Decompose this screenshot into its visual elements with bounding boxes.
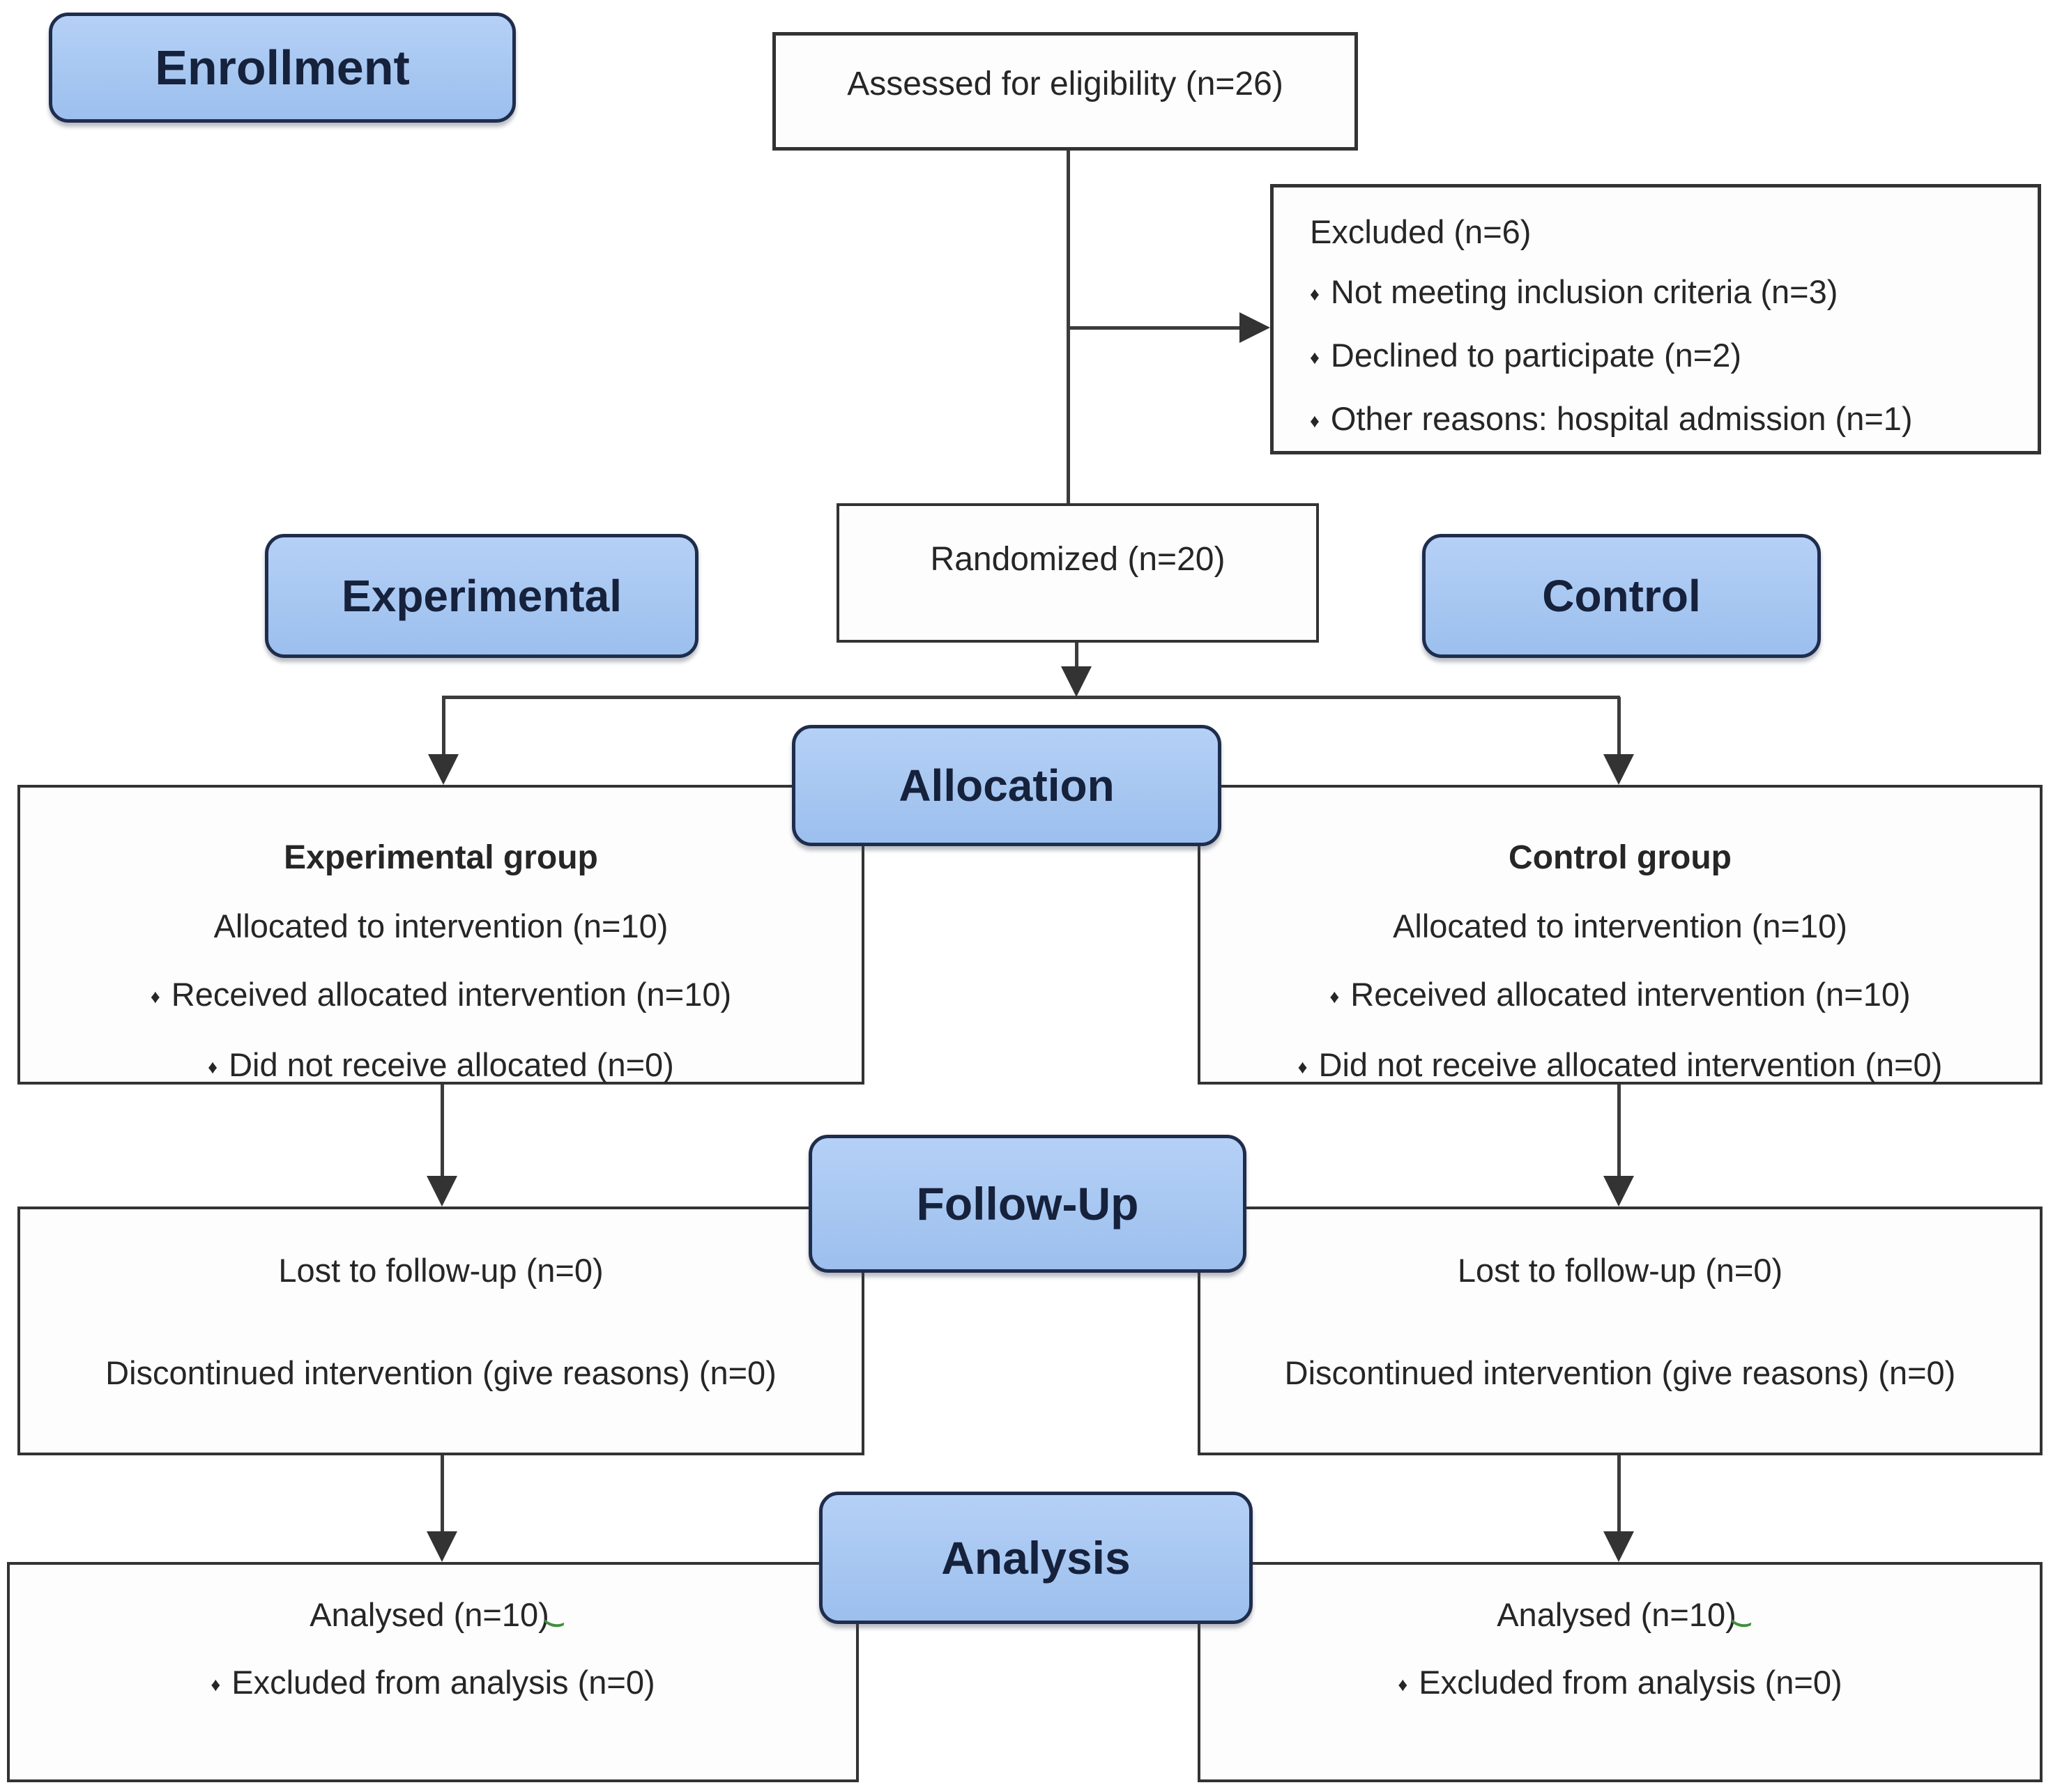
arrowhead-followup-right [1603,1176,1634,1207]
connector-alloc-to-followup-left [441,1085,444,1179]
connector-followup-to-analysis-left [441,1455,444,1533]
connector-alloc-to-followup-right [1617,1085,1621,1179]
diamond-bullet-icon: ♦ [1329,985,1340,1007]
diamond-bullet-icon: ♦ [1297,1055,1308,1078]
allocation-experimental-intro: Allocated to intervention (n=10) [213,908,669,944]
connector-randomized-down [1075,643,1078,671]
analysis-experimental-bullet-1: ♦Excluded from analysis (n=0) [211,1664,655,1701]
excluded-bullet-3: ♦Other reasons: hospital admission (n=1) [1310,399,1913,437]
arrowhead-analysis-left [427,1531,457,1562]
excluded-bullet-2: ♦Declined to participate (n=2) [1310,336,1742,374]
arrowhead-branch [1061,666,1092,697]
followup-experimental-line-1: Lost to follow-up (n=0) [278,1252,604,1289]
analysis-control-bullet-1: ♦Excluded from analysis (n=0) [1398,1664,1842,1701]
arm-label-control: Control [1422,534,1821,658]
connector-to-excluded [1067,326,1242,330]
analysis-control-line: Analysed (n=10)) [1497,1596,1755,1633]
arrowhead-excluded [1239,312,1270,343]
randomized-box: Randomized (n=20) [837,503,1319,643]
arm-label-experimental: Experimental [265,534,698,658]
analysis-box-experimental: Analysed (n=10)) ♦Excluded from analysis… [7,1562,859,1782]
analysis-box-control: Analysed (n=10)) ♦Excluded from analysis… [1198,1562,2043,1782]
allocation-experimental-bullet-2: ♦Did not receive allocated (n=0) [208,1046,674,1083]
assessed-text: Assessed for eligibility (n=26) [847,65,1283,102]
excluded-bullet-1: ♦Not meeting inclusion criteria (n=3) [1310,273,1838,310]
diamond-bullet-icon: ♦ [1310,409,1320,431]
allocation-control-bullet-2: ♦Did not receive allocated intervention … [1297,1046,1943,1083]
diamond-bullet-icon: ♦ [150,985,160,1007]
diamond-bullet-icon: ♦ [1310,282,1320,305]
allocation-control-intro: Allocated to intervention (n=10) [1393,908,1847,944]
allocation-control-bullet-1: ♦Received allocated intervention (n=10) [1329,976,1911,1013]
allocation-experimental-title: Experimental group [284,839,598,876]
allocation-experimental-bullet-1: ♦Received allocated intervention (n=10) [150,976,732,1013]
arrowhead-alloc-right [1603,754,1634,785]
diamond-bullet-icon: ♦ [1398,1673,1408,1695]
excluded-title: Excluded (n=6) [1310,213,1532,250]
stage-label-follow-up: Follow-Up [809,1135,1246,1273]
stage-label-allocation: Allocation [792,725,1221,846]
followup-control-line-1: Lost to follow-up (n=0) [1457,1252,1783,1289]
followup-box-experimental: Lost to follow-up (n=0) Discontinued int… [17,1207,864,1455]
allocation-control-title: Control group [1509,839,1732,876]
assessed-box: Assessed for eligibility (n=26) [772,32,1358,151]
branch-left-drop [442,697,445,758]
arrowhead-analysis-right [1603,1531,1634,1562]
allocation-box-experimental: Experimental group Allocated to interven… [17,785,864,1085]
stage-label-analysis: Analysis [819,1492,1253,1624]
branch-horizontal [442,696,1620,699]
allocation-box-control: Control group Allocated to intervention … [1198,785,2043,1085]
randomized-text: Randomized (n=20) [930,540,1226,578]
diamond-bullet-icon: ♦ [211,1673,221,1695]
followup-control-line-2: Discontinued intervention (give reasons)… [1284,1354,1956,1391]
diamond-bullet-icon: ♦ [1310,346,1320,368]
diamond-bullet-icon: ♦ [208,1055,218,1078]
arrowhead-alloc-left [428,754,459,785]
arrowhead-followup-left [427,1176,457,1207]
excluded-box: Excluded (n=6) ♦Not meeting inclusion cr… [1270,184,2041,454]
followup-experimental-line-2: Discontinued intervention (give reasons)… [105,1354,777,1391]
stage-label-enrollment: Enrollment [49,13,516,123]
analysis-experimental-line: Analysed (n=10)) [310,1596,567,1633]
branch-right-drop [1617,697,1621,758]
followup-box-control: Lost to follow-up (n=0) Discontinued int… [1198,1207,2043,1455]
connector-followup-to-analysis-right [1617,1455,1621,1533]
